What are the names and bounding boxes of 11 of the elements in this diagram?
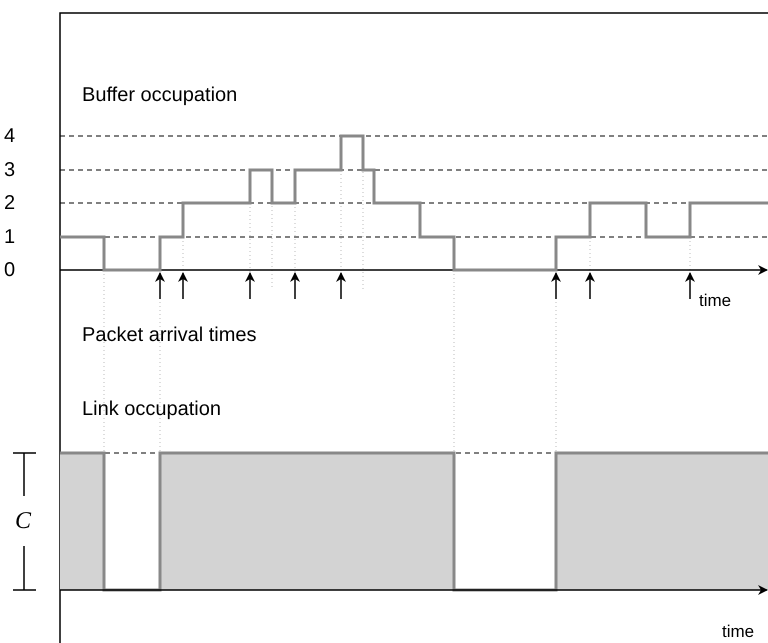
axis-tick-label: 4 xyxy=(4,125,16,147)
axis-tick-label: 2 xyxy=(4,192,16,214)
capacity-label: C xyxy=(15,508,32,534)
axis-tick-label: 0 xyxy=(4,259,16,281)
axis-tick-label: 1 xyxy=(4,226,16,248)
chart-title: Buffer occupation xyxy=(82,84,238,106)
axis-tick-label: 3 xyxy=(4,159,16,181)
axis-label: time xyxy=(722,621,754,643)
axis-label: time xyxy=(699,290,732,312)
section-label: Link occupation xyxy=(82,398,221,420)
section-label: Packet arrival times xyxy=(82,324,256,346)
